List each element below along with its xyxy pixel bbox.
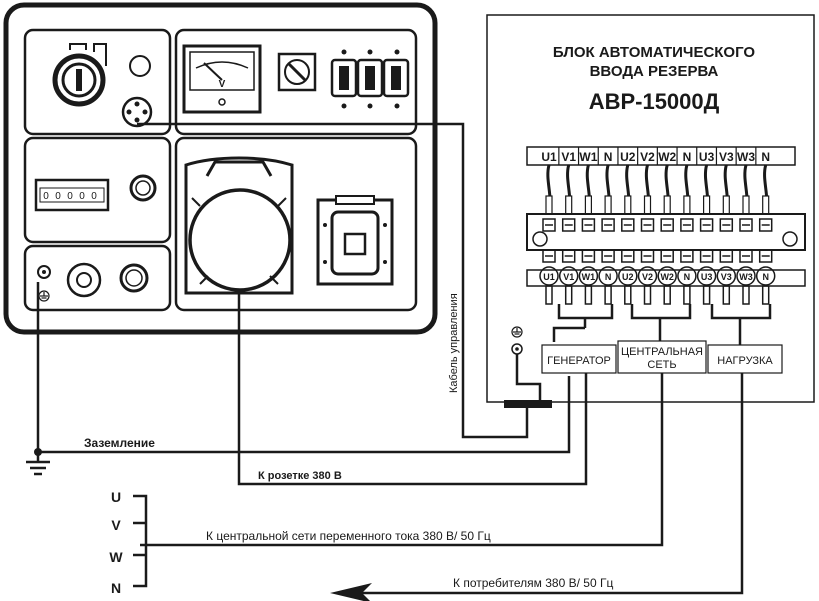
counter-digit: 0: [43, 191, 49, 202]
terminal-strip: U1 V1 W1 N U2 V2 W2 N U3 V3 W3 N: [539, 164, 776, 305]
terminal-header-label: V1: [561, 150, 576, 164]
terminal-lower-icon: [578, 266, 599, 286]
hour-counter: 0 0 0 0 0: [34, 178, 110, 212]
terminal-lower-label: V3: [721, 272, 732, 282]
terminal-lower-label: W1: [582, 272, 596, 282]
group-mains-label-1: ЦЕНТРАЛЬНАЯ: [621, 346, 703, 358]
mount-screw-icon: [782, 231, 798, 247]
selector-switch-icon[interactable]: [277, 52, 317, 92]
voltmeter-icon: V: [182, 44, 262, 114]
terminal-lower-icon: [755, 266, 776, 286]
consumers-wire: [360, 373, 744, 595]
ignition-section: [23, 28, 172, 136]
terminal-lower-icon: [598, 266, 618, 286]
phase-label: W: [109, 549, 123, 565]
abr-ground-icon: [511, 326, 523, 355]
terminal-lower-label: N: [605, 272, 612, 282]
abr-block: БЛОК АВТОМАТИЧЕСКОГО ВВОДА РЕЗЕРВА АВР-1…: [486, 14, 815, 403]
terminal-lower-icon: [637, 266, 658, 286]
counter-digit: 0: [67, 191, 73, 202]
terminal-header-label: W1: [579, 150, 597, 164]
meter-unit: V: [219, 79, 226, 90]
phase-label: V: [111, 517, 121, 533]
terminal-header-label: N: [604, 150, 613, 164]
ignition-key-icon[interactable]: [52, 43, 107, 107]
terminal-lower-icon: [618, 266, 638, 286]
terminal-lower-icon: [736, 266, 756, 286]
terminal-lower-icon: [677, 266, 697, 286]
meter-section: V: [174, 28, 418, 136]
ground-symbol-icon: [38, 290, 50, 302]
terminal-lower-label: V2: [642, 272, 653, 282]
terminal-lower-label: W3: [739, 272, 753, 282]
counter-section: 0 0 0 0 0: [23, 136, 172, 244]
sockets-section: [174, 136, 418, 312]
terminal-header-label: U1: [541, 150, 557, 164]
terminal-lower-icon: [657, 266, 677, 286]
abr-title-line2: ВВОДА РЕЗЕРВА: [590, 63, 719, 80]
circuit-breakers-icon[interactable]: [330, 49, 410, 109]
mains-label: К центральной сети переменного тока 380 …: [206, 529, 491, 543]
abr-model: АВР-15000Д: [589, 89, 720, 114]
indicator-lamp-icon: [129, 55, 151, 77]
dc-socket-icon: [66, 262, 102, 298]
group-load-label: НАГРУЗКА: [717, 355, 773, 367]
terminal-header-label: U3: [699, 150, 715, 164]
ground-terminal-icon: [37, 265, 51, 279]
terminal-lower-label: V1: [563, 272, 574, 282]
terminal-lower-icon: [696, 266, 717, 286]
terminal-lower-icon: [716, 266, 737, 286]
terminal-lower-label: U2: [622, 272, 634, 282]
abr-title-line1: БЛОК АВТОМАТИЧЕСКОГО: [553, 44, 756, 61]
group-mains-label-2: СЕТЬ: [647, 359, 676, 371]
terminal-lower-icon: [539, 266, 559, 286]
arrow-left-icon: [330, 583, 372, 601]
counter-digit: 0: [55, 191, 61, 202]
group-generator-label: ГЕНЕРАТОР: [547, 355, 611, 367]
control-cable-label: Кабель управления: [448, 293, 460, 393]
terminal-header-label: V2: [640, 150, 655, 164]
fuse-icon: [119, 263, 149, 293]
counter-digit: 0: [91, 191, 97, 202]
socket-380v-wire: [237, 292, 588, 486]
control-connector-icon: [121, 96, 153, 128]
terminal-lower-label: W2: [660, 272, 674, 282]
terminal-lower-label: N: [762, 272, 769, 282]
reset-button-icon[interactable]: [129, 174, 157, 202]
mount-screw-icon: [532, 231, 548, 247]
ground-section: [23, 244, 172, 312]
terminal-header-label: W2: [658, 150, 676, 164]
generator-panel: V: [3, 2, 438, 335]
mains-wire: [140, 373, 664, 547]
terminal-header-label: U2: [620, 150, 636, 164]
earth-ground-icon: [26, 448, 50, 476]
terminal-header-label: V3: [719, 150, 734, 164]
phase-bus: [133, 494, 148, 588]
socket-220v-icon[interactable]: [316, 195, 394, 286]
grounding-wire: [36, 282, 571, 454]
counter-digit: 0: [79, 191, 85, 202]
wires: [36, 122, 744, 595]
grounding-label: Заземление: [84, 436, 155, 450]
socket-label: К розетке 380 В: [258, 470, 342, 482]
phase-label: U: [111, 489, 121, 505]
socket-380v-icon[interactable]: [184, 156, 294, 295]
terminal-header-label: N: [761, 150, 770, 164]
terminal-lower-label: U1: [543, 272, 555, 282]
terminal-header-label: W3: [737, 150, 755, 164]
phase-label: N: [111, 580, 121, 596]
terminal-lower-icon: [558, 266, 579, 286]
control-cable-wire: [137, 122, 529, 439]
terminal-lower-label: N: [684, 272, 691, 282]
terminal-header-label: N: [683, 150, 692, 164]
terminal-lower-label: U3: [701, 272, 713, 282]
consumers-label: К потребителям 380 В/ 50 Гц: [453, 576, 613, 590]
